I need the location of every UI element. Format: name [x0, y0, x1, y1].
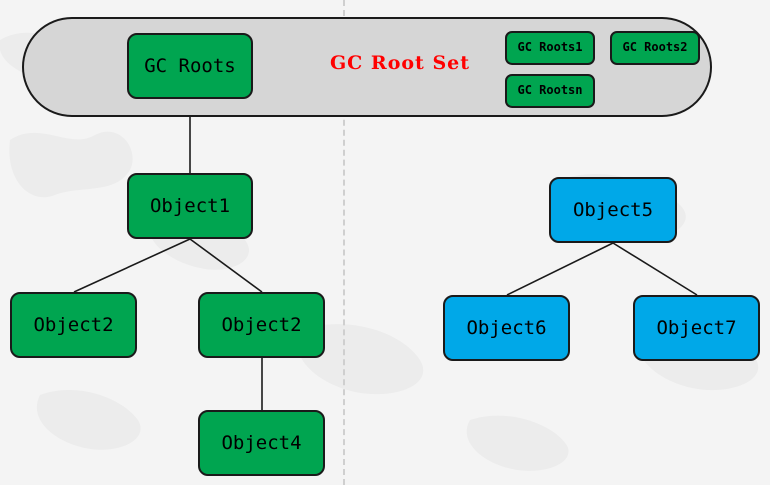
edge-object1-object2b — [189, 238, 263, 293]
node-object4[interactable]: Object4 — [198, 410, 325, 476]
node-object2-left[interactable]: Object2 — [10, 292, 137, 358]
node-gc-roots-n[interactable]: GC Rootsn — [505, 74, 595, 108]
node-gc-roots-2[interactable]: GC Roots2 — [610, 31, 700, 65]
node-object1[interactable]: Object1 — [127, 173, 253, 239]
node-gc-roots-1[interactable]: GC Roots1 — [505, 31, 595, 65]
edge-object5-object7 — [612, 242, 698, 296]
node-object2-right[interactable]: Object2 — [198, 292, 325, 358]
section-divider — [343, 0, 345, 485]
node-gc-roots[interactable]: GC Roots — [127, 33, 253, 99]
node-object6[interactable]: Object6 — [443, 295, 570, 361]
node-object7[interactable]: Object7 — [633, 295, 760, 361]
edge-object5-object6 — [506, 242, 614, 296]
edge-object1-object2a — [73, 238, 191, 293]
gc-root-set-label: GC Root Set — [329, 52, 471, 74]
node-object5[interactable]: Object5 — [549, 177, 677, 243]
